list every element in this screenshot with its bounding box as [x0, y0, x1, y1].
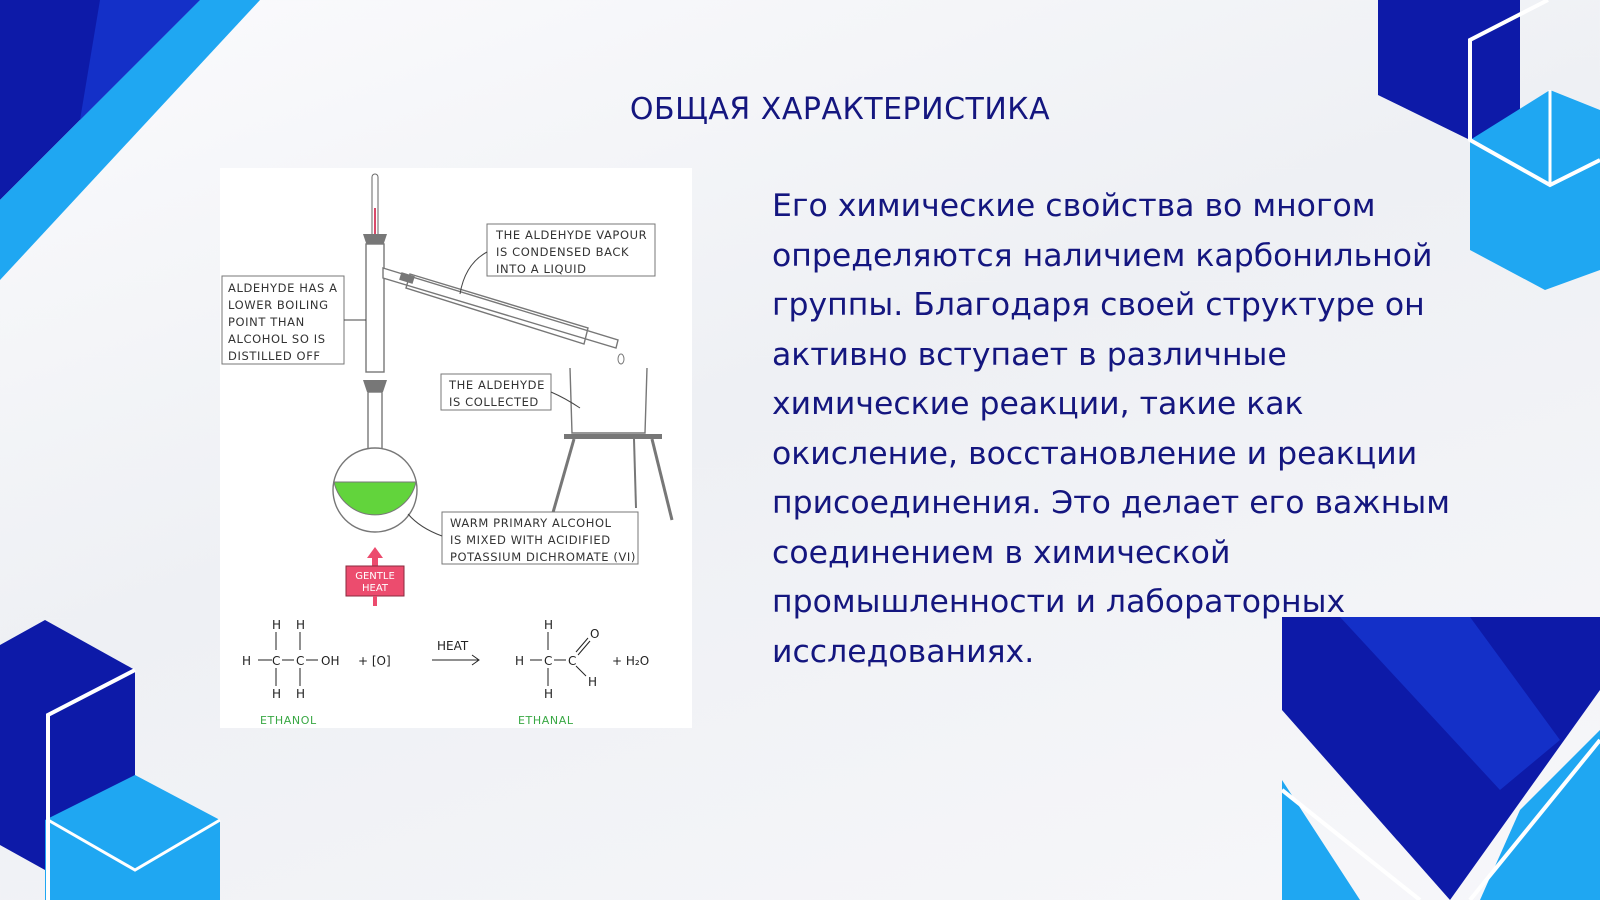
- deco-shape-bottom-left-sky: [45, 775, 220, 900]
- label-box-warm: [441, 511, 639, 565]
- pointer-collected: [550, 391, 581, 409]
- label-vapour-1: THE ALDEHYDE VAPOUR: [495, 228, 647, 242]
- deco-shape-top-left-mid: [80, 0, 200, 120]
- heat-arrow: [367, 547, 383, 566]
- ethanol-atom-c1: C: [272, 654, 280, 668]
- label-boiling-3: POINT THAN: [228, 315, 305, 329]
- ethanol-name: ETHANOL: [260, 714, 317, 727]
- ethanol-atom-h4: H: [296, 687, 305, 701]
- label-collected-2: IS COLLECTED: [449, 395, 539, 409]
- tripod-top: [564, 434, 662, 439]
- pointer-vapour: [459, 251, 488, 295]
- stopper-top: [363, 234, 387, 246]
- condenser-clamp: [399, 272, 415, 284]
- deco-outline-top-right: [1468, 0, 1600, 188]
- ethanal-atom-o: O: [590, 627, 599, 641]
- condenser-jacket: [405, 273, 589, 345]
- ethanol-atom-h-left: H: [242, 654, 251, 668]
- condenser-tube: [382, 267, 619, 349]
- ethanal-name: ETHANAL: [518, 714, 574, 727]
- deco-shape-bottom-right-blue: [1340, 617, 1560, 790]
- beaker: [569, 367, 648, 434]
- label-vapour-3: INTO A LIQUID: [496, 262, 587, 276]
- label-warm-3: POTASSIUM DICHROMATE (VI): [450, 550, 636, 564]
- stopper-bottom: [363, 380, 387, 392]
- label-vapour-2: IS CONDENSED BACK: [496, 245, 629, 259]
- label-boiling-2: LOWER BOILING: [228, 298, 329, 312]
- water-product: + H₂O: [612, 654, 649, 668]
- distillation-diagram: GENTLE HEAT ALDEHYDE HAS A LOWER BOILING…: [221, 173, 674, 727]
- ethanal-atom-h-bottom: H: [544, 687, 553, 701]
- deco-shape-top-right-sky: [1470, 90, 1600, 290]
- deco-shape-top-left-stripe: [0, 0, 260, 280]
- ethanol-atom-h3: H: [272, 687, 281, 701]
- tripod-leg-right: [650, 438, 674, 521]
- label-warm-1: WARM PRIMARY ALCOHOL: [450, 516, 612, 530]
- deco-shape-top-right-navy: [1378, 0, 1520, 140]
- ethanol-atom-h2: H: [296, 618, 305, 632]
- flask-liquid: [333, 481, 417, 516]
- reaction-arrow-head: [471, 654, 480, 666]
- ethanol-structure: [258, 632, 318, 686]
- distillation-figure: GENTLE HEAT ALDEHYDE HAS A LOWER BOILING…: [220, 168, 692, 728]
- still-head: [365, 243, 385, 373]
- slide-title: ОБЩАЯ ХАРАКТЕРИСТИКА: [629, 92, 1051, 127]
- deco-outline-bottom-left-2: [47, 818, 221, 872]
- gentle-heat-label: GENTLE: [355, 571, 395, 582]
- label-boiling-4: ALCOHOL SO IS: [228, 332, 326, 346]
- ethanol-atom-h1: H: [272, 618, 281, 632]
- ethanal-atom-c2: C: [568, 654, 576, 668]
- ethanol-atom-c2: C: [296, 654, 304, 668]
- ethanol-atom-oh: OH: [321, 654, 339, 668]
- label-boiling-5: DISTILLED OFF: [228, 349, 321, 363]
- ethanal-structure: [530, 632, 591, 686]
- heat-arrow-label: HEAT: [437, 639, 469, 653]
- label-warm-2: IS MIXED WITH ACIDIFIED: [450, 533, 611, 547]
- oxidant-label: + [O]: [358, 654, 391, 668]
- deco-outline-bottom-right: [1280, 788, 1422, 900]
- deco-outline-bottom-right-2: [1468, 738, 1600, 900]
- ethanal-atom-h-top: H: [544, 618, 553, 632]
- gentle-heat-label-2: HEAT: [362, 583, 389, 594]
- ethanal-atom-h-left: H: [515, 654, 524, 668]
- tripod-leg-left: [548, 438, 576, 524]
- deco-outline-bottom-left: [46, 668, 136, 900]
- label-box-vapour: [486, 223, 656, 277]
- deco-shape-bottom-right-sky: [1282, 780, 1360, 900]
- tripod-leg-middle: [633, 438, 637, 509]
- label-collected-1: THE ALDEHYDE: [448, 378, 545, 392]
- drop-1: [617, 353, 625, 365]
- flask-neck: [367, 391, 383, 457]
- label-boiling-1: ALDEHYDE HAS A: [228, 281, 338, 295]
- thermometer-liquid: [374, 208, 376, 258]
- ethanal-atom-h-right: H: [588, 675, 597, 689]
- body-paragraph: Его химические свойства во многом опреде…: [772, 188, 1450, 670]
- ethanal-atom-c1: C: [544, 654, 552, 668]
- pointer-warm: [407, 513, 443, 537]
- label-box-collected: [440, 373, 552, 411]
- label-box-boiling: [221, 275, 345, 365]
